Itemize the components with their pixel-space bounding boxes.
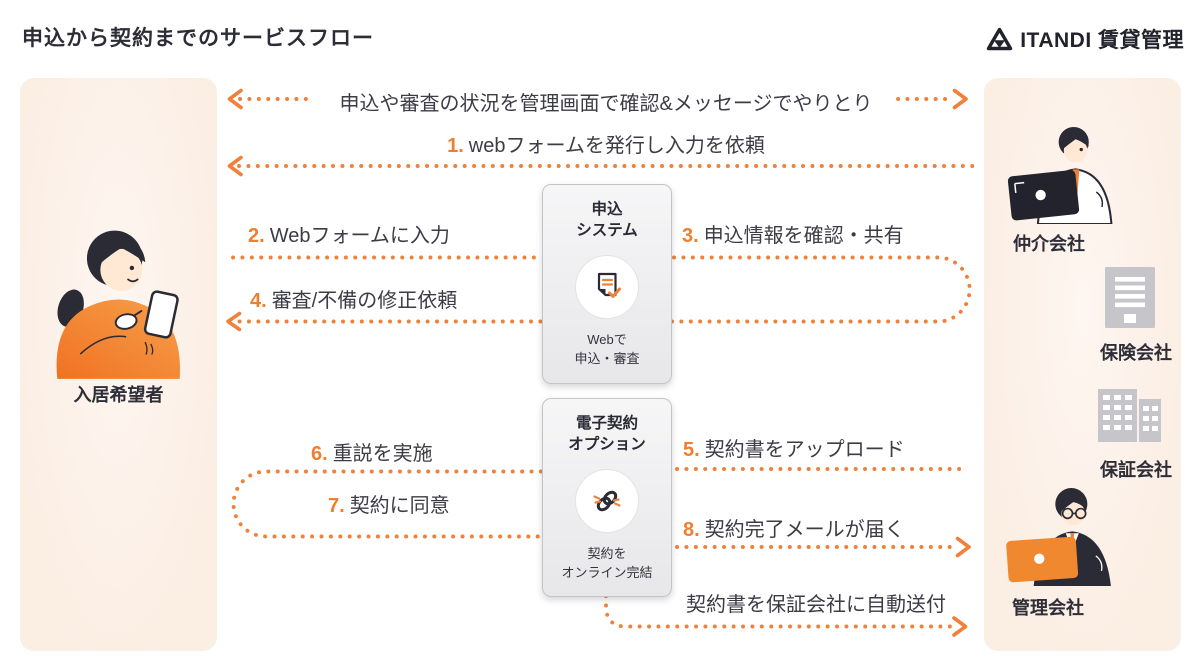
arrow-step8-head bbox=[955, 536, 971, 558]
flow-step-4: 4.審査/不備の修正依頼 bbox=[250, 284, 457, 313]
flow-step-7: 7.契約に同意 bbox=[328, 489, 450, 518]
panel-applicant: 入居希望者 bbox=[20, 78, 217, 651]
arrow-status-right-head bbox=[952, 88, 968, 110]
econtract-option-title: 電子契約 オプション bbox=[568, 415, 646, 453]
arrow-step4-head bbox=[226, 311, 242, 332]
management-label: 管理会社 bbox=[1012, 598, 1084, 618]
applicant-label: 入居希望者 bbox=[73, 385, 164, 405]
flow-step-6: 6.重説を実施 bbox=[311, 437, 433, 466]
application-system-box: 申込 システム Webで 申込・審査 bbox=[542, 184, 672, 384]
itandi-triangle-icon bbox=[987, 27, 1013, 50]
broker-label: 仲介会社 bbox=[1013, 234, 1085, 254]
insurance-building-icon bbox=[1105, 267, 1155, 328]
insurance-label: 保険会社 bbox=[1100, 343, 1172, 363]
econtract-option-box: 電子契約 オプション 契約を オンライン完結 bbox=[542, 398, 672, 597]
step-number: 5. bbox=[683, 439, 700, 461]
step-label: 契約完了メールが届く bbox=[704, 519, 905, 541]
step-number: 8. bbox=[683, 519, 700, 541]
brand-name: ITANDI 賃貸管理 bbox=[1020, 29, 1184, 52]
arrow-status-left-head bbox=[227, 88, 243, 110]
step-label: 審査/不備の修正依頼 bbox=[271, 290, 458, 312]
applicant-illustration bbox=[56, 230, 181, 379]
step-label: 申込情報を確認・共有 bbox=[703, 225, 904, 247]
step-number: 2. bbox=[248, 225, 265, 247]
guarantee-building-icon bbox=[1098, 389, 1161, 442]
broker-illustration bbox=[1007, 126, 1113, 224]
step-label: 契約書をアップロード bbox=[704, 439, 905, 461]
flow-step-5: 5.契約書をアップロード bbox=[683, 433, 905, 462]
step-number: 4. bbox=[250, 290, 267, 312]
step-number: 1. bbox=[447, 135, 464, 157]
management-illustration bbox=[1006, 488, 1111, 586]
step-label: Webフォームに入力 bbox=[269, 225, 450, 247]
link-icon bbox=[593, 490, 621, 512]
arrow-auto-send-head bbox=[952, 616, 968, 637]
step-number: 7. bbox=[328, 495, 345, 517]
step-number: 6. bbox=[311, 443, 328, 465]
application-system-caption: Webで 申込・審査 bbox=[574, 331, 640, 367]
step-label: 重説を実施 bbox=[332, 443, 433, 465]
panel-companies: 仲介会社 保険会社 保証会社 bbox=[984, 78, 1181, 651]
flow-step-2: 2.Webフォームに入力 bbox=[248, 219, 450, 248]
brand-logo: ITANDI 賃貸管理 bbox=[986, 24, 1184, 54]
arrow-auto-send-path bbox=[604, 594, 954, 629]
application-system-title: 申込 システム bbox=[576, 201, 638, 239]
page-title: 申込から契約までのサービスフロー bbox=[22, 27, 374, 50]
flow-step-8: 8.契約完了メールが届く bbox=[683, 513, 905, 542]
guarantee-label: 保証会社 bbox=[1100, 460, 1172, 480]
step-label: webフォームを発行し入力を依頼 bbox=[468, 135, 765, 157]
flow-auto-send-label: 契約書を保証会社に自動送付 bbox=[686, 594, 946, 616]
flow-step-3: 3.申込情報を確認・共有 bbox=[682, 219, 904, 248]
arrow-step6-step7-path bbox=[231, 469, 543, 539]
document-check-icon bbox=[597, 272, 621, 298]
flow-step-1: 1.webフォームを発行し入力を依頼 bbox=[240, 129, 972, 158]
step-number: 3. bbox=[682, 225, 699, 247]
application-system-icon-circle bbox=[575, 254, 639, 319]
step-label: 契約に同意 bbox=[349, 495, 450, 517]
arrow-step1-head bbox=[227, 155, 243, 177]
flow-status-sync-label: 申込や審査の状況を管理画面で確認&メッセージでやりとり bbox=[339, 93, 873, 115]
econtract-option-caption: 契約を オンライン完結 bbox=[561, 545, 653, 581]
econtract-option-icon-circle bbox=[575, 468, 639, 533]
